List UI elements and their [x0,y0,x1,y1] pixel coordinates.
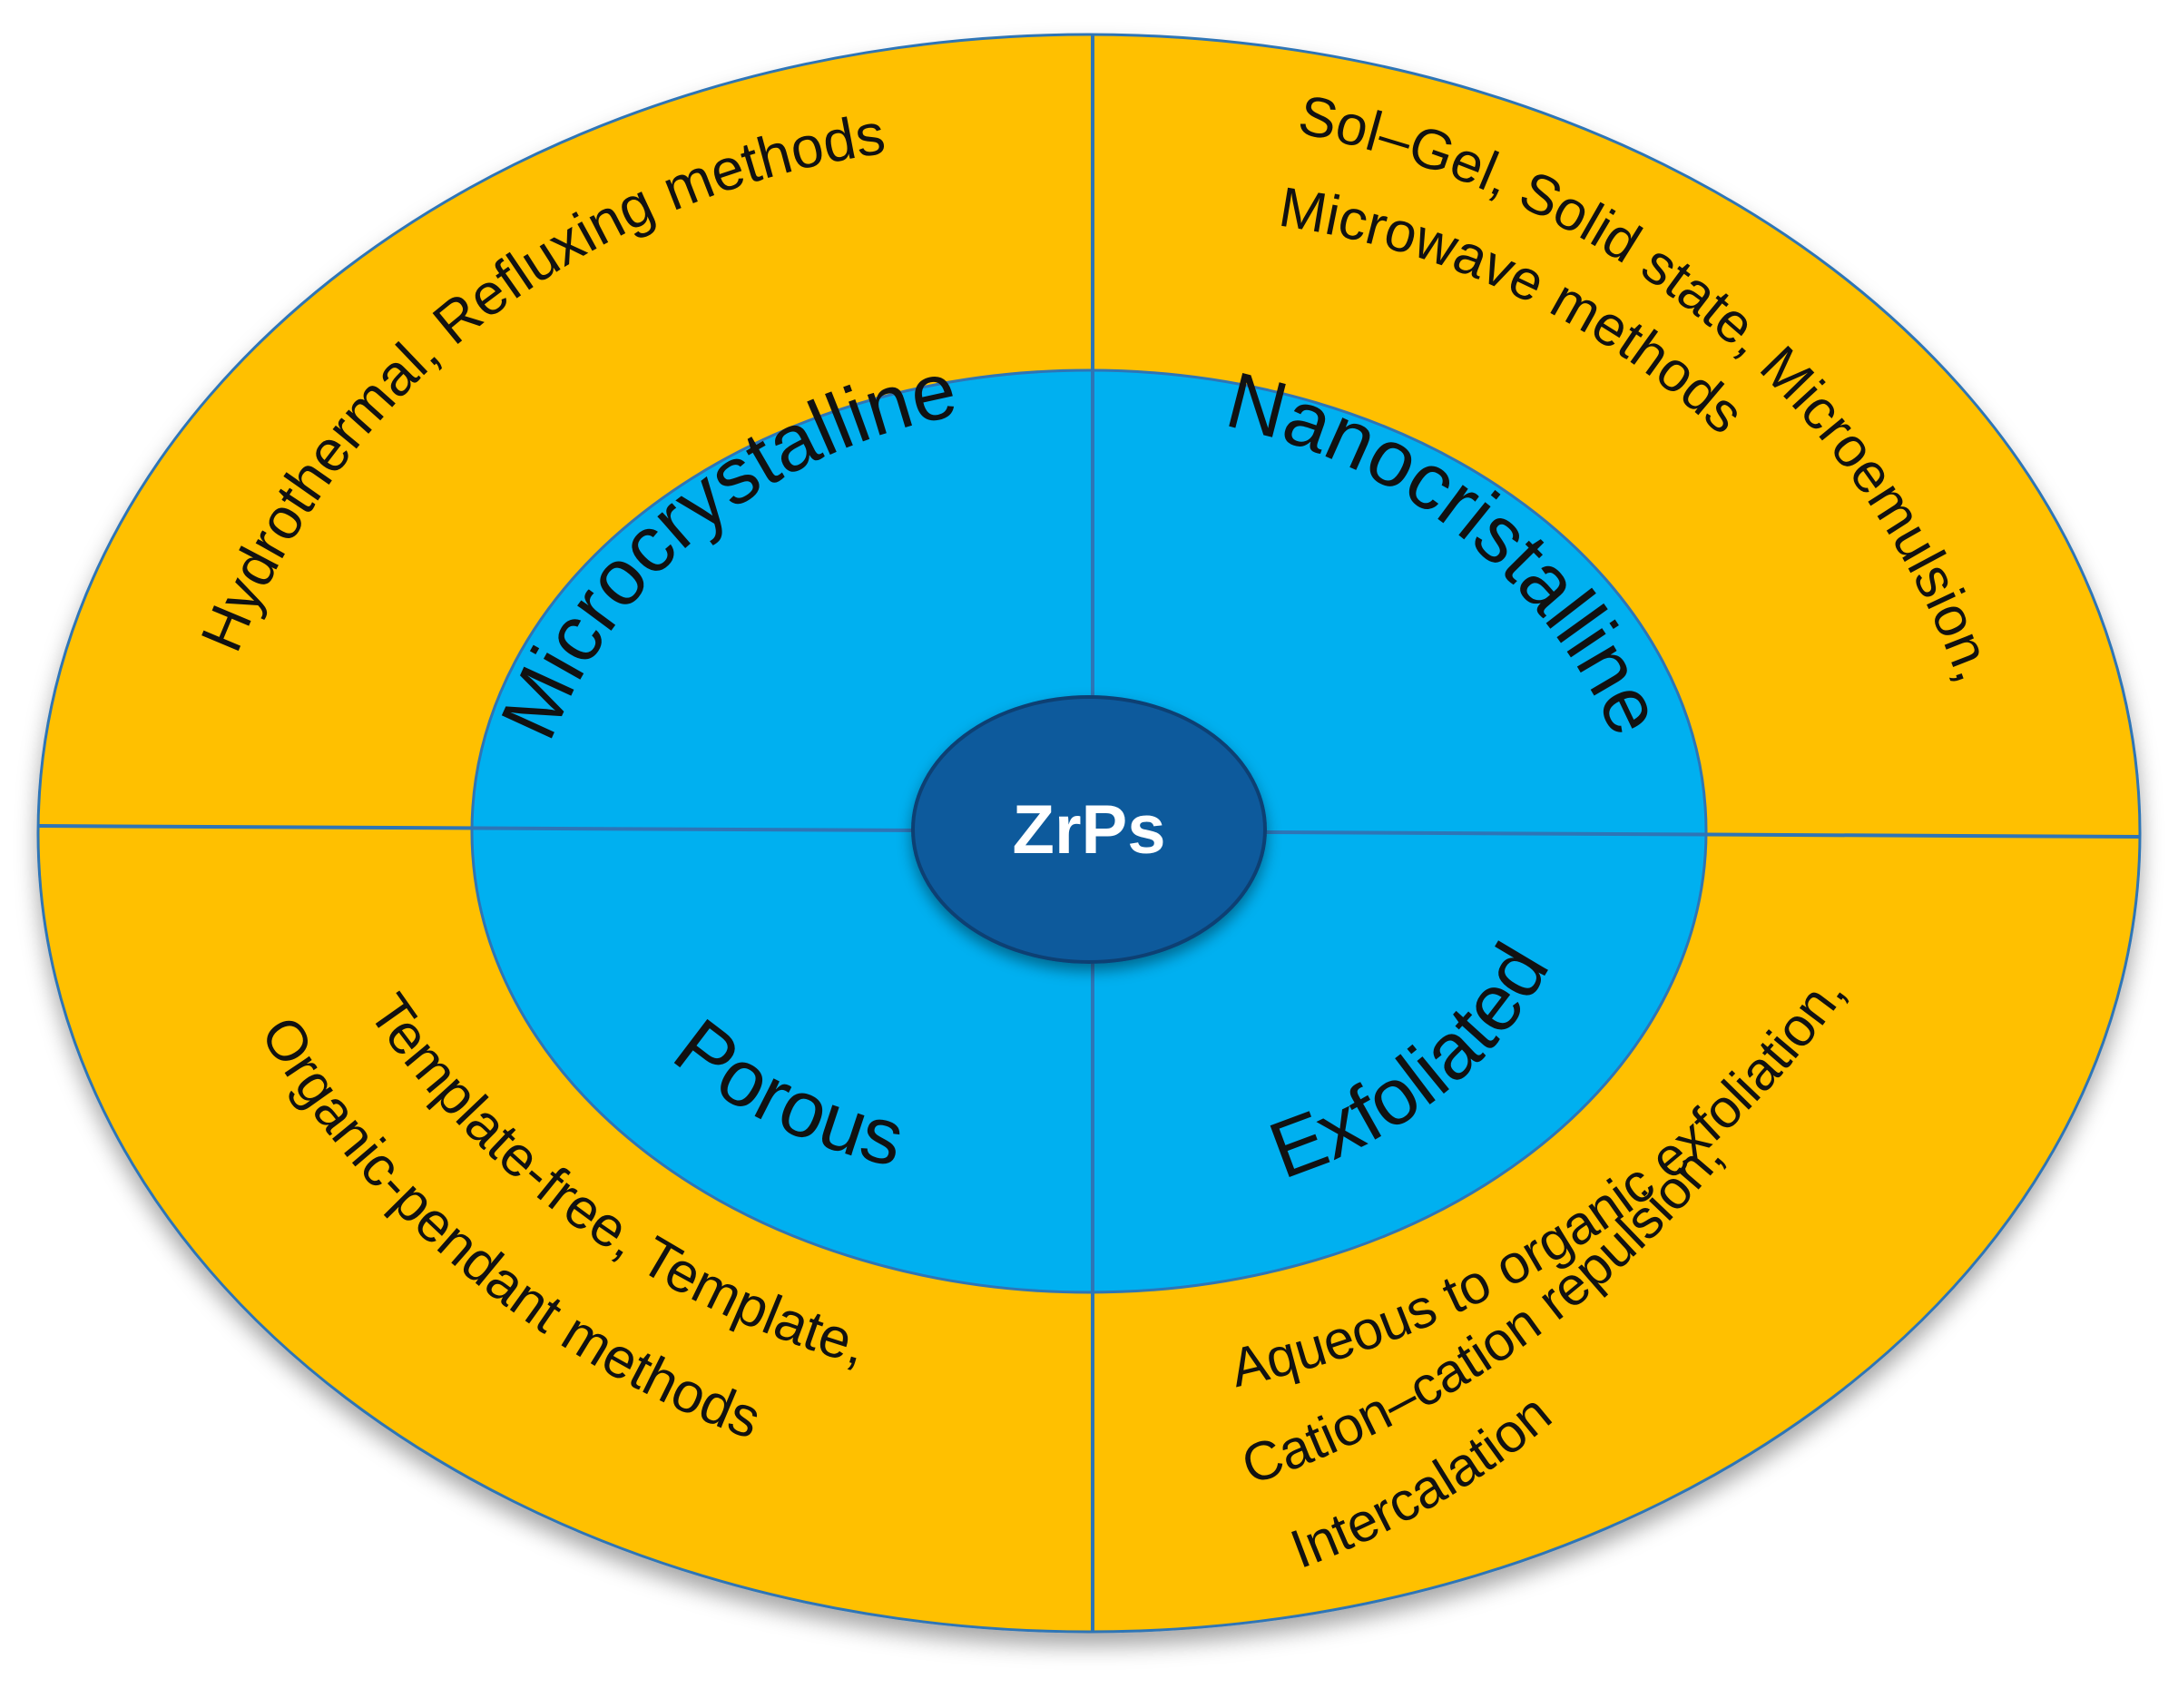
center-node [911,695,1267,964]
center-label: ZrPs [1013,791,1166,869]
